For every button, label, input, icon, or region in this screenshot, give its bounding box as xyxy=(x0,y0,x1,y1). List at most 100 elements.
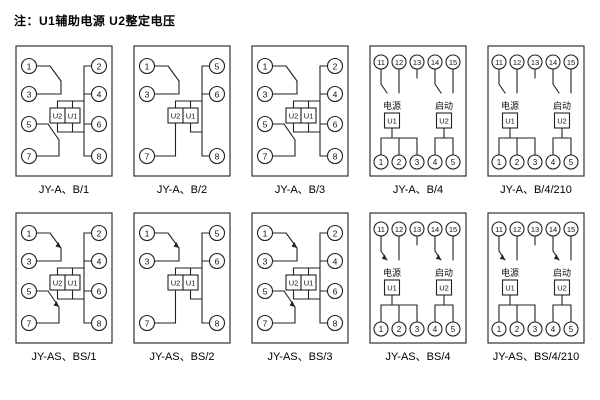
svg-text:U1: U1 xyxy=(387,117,397,126)
svg-text:4: 4 xyxy=(551,158,556,167)
svg-text:1: 1 xyxy=(497,158,502,167)
svg-text:电源: 电源 xyxy=(383,267,401,278)
svg-text:U2: U2 xyxy=(289,112,299,121)
svg-text:6: 6 xyxy=(215,257,220,267)
svg-text:5: 5 xyxy=(451,158,456,167)
svg-text:15: 15 xyxy=(567,58,575,67)
svg-text:4: 4 xyxy=(97,257,102,267)
diagram-label: JY-AS、BS/4 xyxy=(385,351,451,363)
svg-text:U1: U1 xyxy=(505,117,515,126)
svg-text:2: 2 xyxy=(397,325,402,334)
svg-text:8: 8 xyxy=(97,319,102,329)
diagram-label: JY-AS、BS/3 xyxy=(267,351,333,363)
svg-text:3: 3 xyxy=(145,257,150,267)
svg-text:2: 2 xyxy=(97,62,102,72)
svg-text:电源: 电源 xyxy=(501,267,519,278)
svg-text:11: 11 xyxy=(495,225,503,234)
svg-text:13: 13 xyxy=(413,58,421,67)
svg-text:电源: 电源 xyxy=(383,100,401,111)
svg-text:15: 15 xyxy=(449,58,457,67)
svg-text:8: 8 xyxy=(333,319,338,329)
svg-text:4: 4 xyxy=(333,90,338,100)
svg-text:4: 4 xyxy=(333,257,338,267)
svg-text:13: 13 xyxy=(413,225,421,234)
svg-text:电源: 电源 xyxy=(501,100,519,111)
diagram-label: JY-AS、BS/2 xyxy=(149,351,215,363)
svg-text:14: 14 xyxy=(431,58,439,67)
svg-text:11: 11 xyxy=(377,58,385,67)
diagram-label: JY-AS、BS/4/210 xyxy=(492,351,580,363)
svg-text:U2: U2 xyxy=(171,112,181,121)
svg-text:15: 15 xyxy=(449,225,457,234)
svg-text:15: 15 xyxy=(567,225,575,234)
svg-text:6: 6 xyxy=(215,90,220,100)
svg-text:3: 3 xyxy=(145,90,150,100)
svg-text:U1: U1 xyxy=(186,112,196,121)
svg-text:6: 6 xyxy=(97,287,102,297)
diagram-label: JY-AS、BS/1 xyxy=(31,351,97,363)
svg-text:4: 4 xyxy=(551,325,556,334)
svg-text:U1: U1 xyxy=(387,284,397,293)
svg-text:6: 6 xyxy=(333,120,338,130)
svg-text:2: 2 xyxy=(515,325,520,334)
diagram-label: JY-A、B/4/210 xyxy=(500,184,572,196)
svg-text:2: 2 xyxy=(333,229,338,239)
svg-text:U1: U1 xyxy=(505,284,515,293)
diagram-label: JY-A、B/1 xyxy=(38,184,90,196)
svg-text:U1: U1 xyxy=(68,112,78,121)
svg-text:3: 3 xyxy=(415,325,420,334)
svg-text:1: 1 xyxy=(145,62,150,72)
svg-text:1: 1 xyxy=(379,325,384,334)
svg-text:2: 2 xyxy=(397,158,402,167)
svg-text:U2: U2 xyxy=(53,112,63,121)
svg-text:11: 11 xyxy=(495,58,503,67)
svg-text:1: 1 xyxy=(145,229,150,239)
svg-text:12: 12 xyxy=(395,225,403,234)
svg-text:3: 3 xyxy=(263,257,268,267)
svg-text:3: 3 xyxy=(533,158,538,167)
svg-text:U1: U1 xyxy=(186,279,196,288)
diagram-label: JY-A、B/4 xyxy=(392,184,444,196)
svg-text:1: 1 xyxy=(263,62,268,72)
svg-text:12: 12 xyxy=(395,58,403,67)
svg-text:5: 5 xyxy=(569,325,574,334)
svg-text:2: 2 xyxy=(97,229,102,239)
svg-text:5: 5 xyxy=(451,325,456,334)
svg-text:U2: U2 xyxy=(289,279,299,288)
svg-text:U1: U1 xyxy=(304,112,314,121)
svg-text:7: 7 xyxy=(263,152,268,162)
svg-text:7: 7 xyxy=(27,319,32,329)
svg-text:3: 3 xyxy=(533,325,538,334)
svg-text:13: 13 xyxy=(531,58,539,67)
svg-text:1: 1 xyxy=(27,229,32,239)
svg-text:启动: 启动 xyxy=(435,267,453,278)
svg-text:14: 14 xyxy=(549,225,557,234)
svg-text:U2: U2 xyxy=(557,117,567,126)
diagram-label: JY-A、B/2 xyxy=(156,184,208,196)
svg-text:U1: U1 xyxy=(68,279,78,288)
svg-text:3: 3 xyxy=(263,90,268,100)
svg-text:8: 8 xyxy=(215,152,220,162)
svg-text:8: 8 xyxy=(97,152,102,162)
svg-text:1: 1 xyxy=(379,158,384,167)
svg-text:12: 12 xyxy=(513,58,521,67)
svg-text:7: 7 xyxy=(145,319,150,329)
svg-text:5: 5 xyxy=(263,287,268,297)
svg-text:U2: U2 xyxy=(53,279,63,288)
svg-text:11: 11 xyxy=(377,225,385,234)
svg-text:3: 3 xyxy=(27,90,32,100)
svg-text:8: 8 xyxy=(215,319,220,329)
svg-text:5: 5 xyxy=(263,120,268,130)
svg-text:7: 7 xyxy=(27,152,32,162)
svg-text:12: 12 xyxy=(513,225,521,234)
